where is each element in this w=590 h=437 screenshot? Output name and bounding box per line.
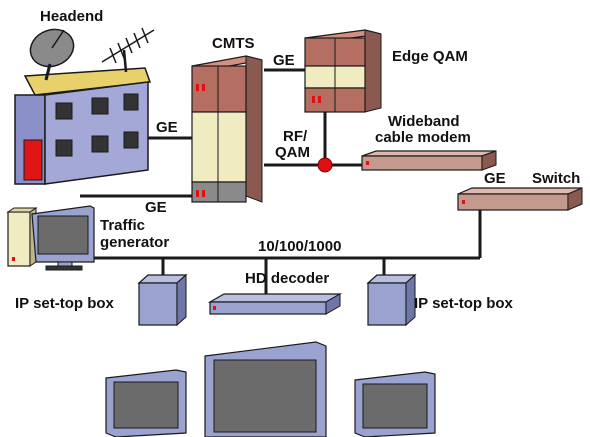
- traffic-label-line2: generator: [100, 234, 169, 251]
- traffic-label-line1: Traffic: [100, 217, 145, 234]
- server-icon: [191, 55, 263, 203]
- switch-icon: [457, 187, 583, 211]
- switch-label: Switch: [532, 170, 580, 187]
- hd-decoder-label: HD decoder: [245, 270, 329, 287]
- tv-icon: [204, 341, 327, 437]
- computer-icon: [6, 205, 95, 271]
- ge-switch-label: GE: [484, 170, 506, 187]
- stb-left-label: IP set-top box: [15, 295, 115, 312]
- set-top-box-icon: [366, 273, 417, 327]
- ge-traffic-label: GE: [145, 199, 167, 216]
- decoder-icon: [207, 293, 343, 315]
- wideband-label-line2: cable modem: [375, 129, 471, 146]
- wideband-label-line1: Wideband: [388, 113, 460, 130]
- edge-qam-label: Edge QAM: [392, 48, 468, 65]
- building-icon: [14, 67, 152, 185]
- stb-right-label: IP set-top box: [414, 295, 514, 312]
- headend-label: Headend: [40, 8, 103, 25]
- server-icon: [304, 29, 382, 113]
- ge-headend-label: GE: [156, 119, 178, 136]
- satellite-dish-icon: [29, 28, 75, 81]
- rf-label-line1: RF/: [283, 128, 308, 145]
- tv-icon: [354, 371, 436, 437]
- rf-splitter-node: [317, 157, 333, 173]
- modem-icon: [361, 150, 497, 171]
- set-top-box-icon: [137, 273, 188, 327]
- tv-icon: [105, 369, 187, 437]
- antenna-icon: [101, 27, 155, 73]
- lan-speed-label: 10/100/1000: [258, 238, 341, 255]
- cmts-label: CMTS: [212, 35, 255, 52]
- rf-label-line2: QAM: [275, 144, 310, 161]
- ge-edge-label: GE: [273, 52, 295, 69]
